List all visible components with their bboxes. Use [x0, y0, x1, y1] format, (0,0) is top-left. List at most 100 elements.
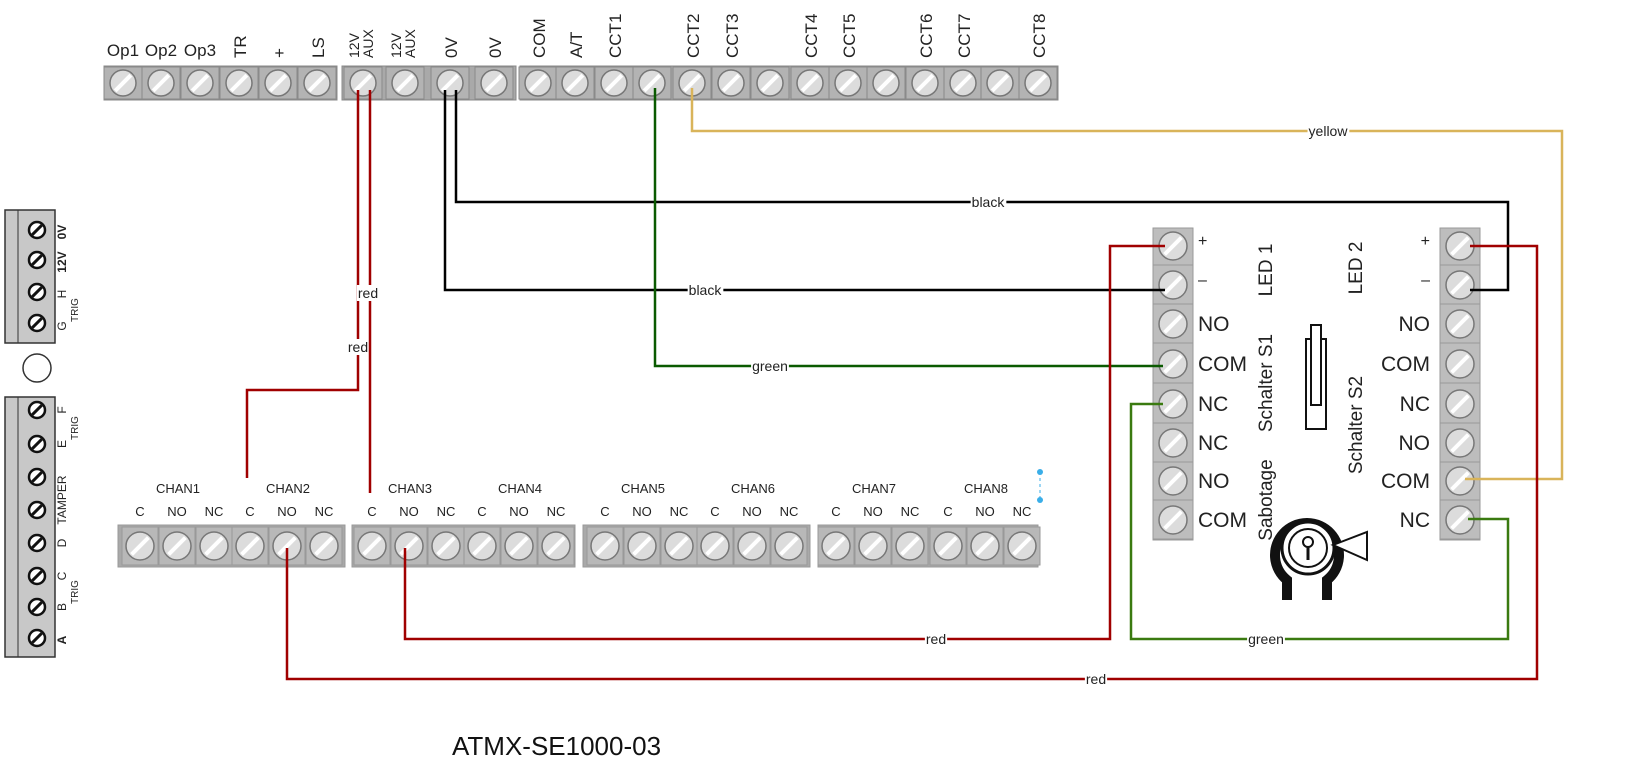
- screw-slot: [440, 73, 460, 93]
- terminal-label: COM: [1198, 353, 1247, 376]
- terminal-label: 0V: [55, 225, 69, 240]
- sabotage-label: Sabotage: [1256, 459, 1277, 540]
- channel-label: CHAN4: [498, 481, 542, 496]
- screw-terminal-icon: [933, 531, 963, 561]
- terminal-label: +: [1198, 233, 1207, 250]
- wire-yellow: yellow: [690, 88, 1564, 481]
- screw-slot: [509, 536, 529, 556]
- screw-slot: [1163, 471, 1183, 491]
- screw-terminal-icon: [970, 531, 1000, 561]
- screw-slot: [1163, 394, 1183, 414]
- screw-terminal-icon: [561, 69, 589, 97]
- screw-terminal-icon: [303, 69, 331, 97]
- screw-slot: [1450, 394, 1470, 414]
- screw-terminal-icon: [1024, 69, 1052, 97]
- screw-slot: [31, 317, 43, 329]
- terminal-label: COM: [1381, 353, 1430, 376]
- wire-label: red: [1086, 671, 1106, 687]
- screw-terminal-icon: [264, 69, 292, 97]
- screw-terminal-icon: [524, 69, 552, 97]
- left-terminal-block: [4, 396, 56, 658]
- screw-terminal-icon: [27, 566, 47, 586]
- key-bow: [1330, 530, 1368, 562]
- wire-label: green: [752, 358, 788, 374]
- terminal-label: Op3: [184, 41, 216, 60]
- screw-slot: [399, 536, 419, 556]
- channel-label: CHAN3: [388, 481, 432, 496]
- screw-slot: [1163, 433, 1183, 453]
- screw-terminal-icon: [796, 69, 824, 97]
- contact-label: C: [135, 504, 144, 519]
- contact-label: C: [367, 504, 376, 519]
- screw-terminal-icon: [834, 69, 862, 97]
- terminal-label: CCT3: [723, 14, 742, 58]
- terminal-label: –: [1421, 272, 1430, 289]
- contact-label: NO: [863, 504, 883, 519]
- screw-terminal-icon: [436, 69, 464, 97]
- screw-slot: [113, 73, 133, 93]
- screw-terminal-icon: [235, 531, 265, 561]
- screw-slot: [669, 536, 689, 556]
- screw-terminal-icon: [1158, 389, 1188, 419]
- screw-terminal-icon: [911, 69, 939, 97]
- wire-label: black: [972, 194, 1006, 210]
- selection-handle: [1037, 469, 1043, 475]
- group-label: TRIG: [70, 416, 81, 440]
- terminal-label: CCT6: [917, 14, 936, 58]
- screw-slot: [1450, 314, 1470, 334]
- screw-terminal-icon: [1445, 270, 1475, 300]
- screw-slot: [307, 73, 327, 93]
- screw-terminal-icon: [1445, 428, 1475, 458]
- contact-label: NC: [315, 504, 334, 519]
- screw-slot: [362, 536, 382, 556]
- screw-slot: [1450, 275, 1470, 295]
- contact-label: NO: [509, 504, 529, 519]
- screw-terminal-icon: [1445, 349, 1475, 379]
- screw-terminal-icon: [627, 531, 657, 561]
- screw-terminal-icon: [1158, 309, 1188, 339]
- wire-red: red: [245, 90, 370, 478]
- terminal-label: NC: [1198, 432, 1228, 455]
- screw-terminal-icon: [600, 69, 628, 97]
- screw-slot: [632, 536, 652, 556]
- screw-slot: [395, 73, 415, 93]
- screw-slot: [314, 536, 334, 556]
- wire-label: black: [689, 282, 723, 298]
- wire-path: [285, 244, 1539, 681]
- screw-terminal-icon: [27, 313, 47, 333]
- contact-label: C: [943, 504, 952, 519]
- wire-label-bg: [924, 631, 948, 647]
- terminal-label: CCT2: [684, 14, 703, 58]
- terminal-label: A: [55, 635, 69, 644]
- terminal-label: C: [55, 571, 69, 580]
- contact-label: C: [710, 504, 719, 519]
- channel-label: CHAN8: [964, 481, 1008, 496]
- terminal-label: B: [55, 603, 69, 611]
- screw-terminal-icon: [737, 531, 767, 561]
- screw-slot: [863, 536, 883, 556]
- wire-green: green: [653, 88, 1163, 374]
- wire-label: red: [358, 285, 378, 301]
- screw-slot: [436, 536, 456, 556]
- wire-path: [690, 88, 1564, 481]
- terminal-label: NC: [1198, 393, 1228, 416]
- screw-terminal-icon: [858, 531, 888, 561]
- contact-label: NO: [975, 504, 995, 519]
- screw-slot: [31, 254, 43, 266]
- contact-label: NO: [742, 504, 762, 519]
- screw-slot: [1163, 236, 1183, 256]
- screw-slot: [975, 536, 995, 556]
- screw-slot: [826, 536, 846, 556]
- screw-terminal-icon: [162, 531, 192, 561]
- terminal-label: 12V: [388, 32, 404, 58]
- led-indicator-icon: [22, 353, 52, 383]
- terminal-label: H: [55, 290, 69, 299]
- screw-terminal-icon: [664, 531, 694, 561]
- contact-label: NO: [167, 504, 187, 519]
- screw-terminal-icon: [821, 531, 851, 561]
- screw-terminal-icon: [872, 69, 900, 97]
- wire-green: green: [1129, 402, 1510, 647]
- screw-slot: [1028, 73, 1048, 93]
- screw-slot: [800, 73, 820, 93]
- screw-terminal-icon: [27, 434, 47, 454]
